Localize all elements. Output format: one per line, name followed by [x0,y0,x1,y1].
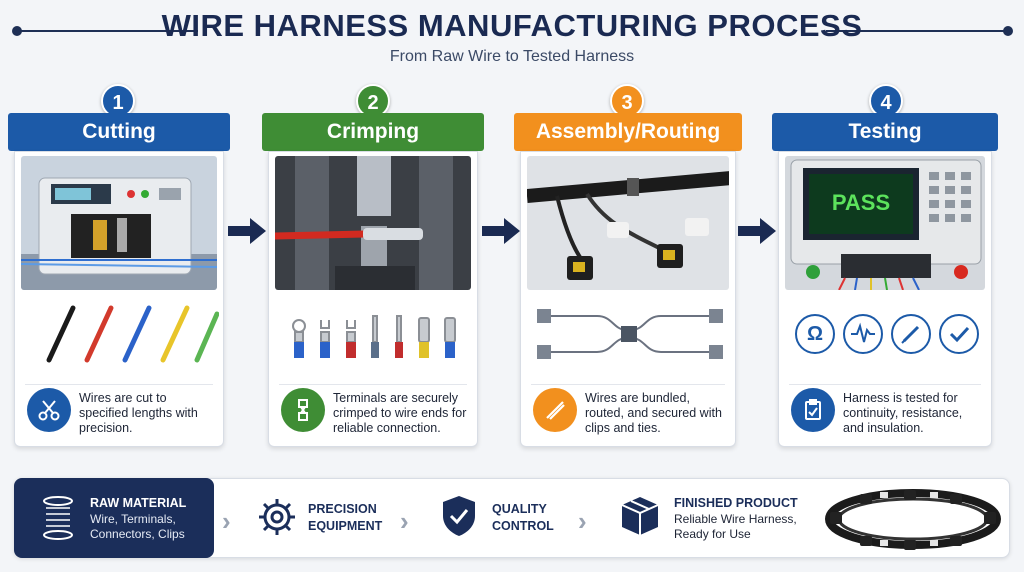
step-description-assembly-routing: Wires are bundled, routed, and secured w… [585,391,722,435]
step-number-2: 2 [356,84,390,118]
step-description-crimping: Terminals are securely crimped to wire e… [333,391,467,435]
header-left-line [16,30,198,32]
chevron-right-icon: › [222,506,231,536]
routing-icon [533,388,577,432]
step-card-cutting: Wires are cut to specified lengths with … [14,151,224,447]
arrow-right-icon [482,218,520,244]
tester-pass-text: PASS [831,190,891,215]
harness-tester-photo: PASS [785,156,985,290]
ohm-icon: Ω [795,314,835,354]
step-card-assembly-routing: Wires are bundled, routed, and secured w… [520,151,736,447]
finished-harness-image [825,489,1001,550]
finished-product-title: FINISHED PRODUCT [674,496,798,510]
cutting-machine-photo [21,156,217,290]
step-card-crimping: Terminals are securely crimped to wire e… [268,151,478,447]
step-number-4: 4 [869,84,903,118]
crimping-press-photo [275,156,471,290]
chevron-right-icon: › [578,506,587,536]
cut-wires-illustration [21,296,220,386]
harness-routing-illustration [527,296,729,386]
terminals-illustration [275,296,471,386]
divider [279,384,467,385]
crimp-icon [281,388,325,432]
divider [789,384,981,385]
box-icon [621,497,659,535]
raw-material-panel: RAW MATERIAL Wire, Terminals, Connectors… [14,478,214,558]
step-title-assembly-routing: Assembly/Routing [514,113,742,151]
divider [25,384,213,385]
finished-product-subtitle: Reliable Wire Harness, Ready for Use [674,512,797,541]
header-right-line [826,30,1008,32]
harness-assembly-photo [527,156,729,290]
shield-check-icon [443,496,475,536]
step-description-cutting: Wires are cut to specified lengths with … [79,391,198,435]
quality-control-label: QUALITY CONTROL [492,502,554,533]
waveform-icon [843,314,883,354]
clipboard-check-icon [791,388,835,432]
arrow-right-icon [738,218,776,244]
raw-material-title: RAW MATERIAL [90,496,187,510]
checkmark-icon [939,314,979,354]
probe-icon [891,314,931,354]
page-title: WIRE HARNESS MANUFACTURING PROCESS [161,8,863,43]
step-title-crimping: Crimping [262,113,484,151]
step-title-testing: Testing [772,113,998,151]
precision-equipment-label: PRECISION EQUIPMENT [308,502,383,533]
step-number-3: 3 [610,84,644,118]
raw-material-subtitle: Wire, Terminals, Connectors, Clips [90,512,185,541]
header-right-dot [1003,26,1013,36]
step-title-cutting: Cutting [8,113,230,151]
page-subtitle: From Raw Wire to Tested Harness [389,48,635,65]
step-description-testing: Harness is tested for continuity, resist… [843,391,963,435]
wire-spool-icon [43,496,73,540]
divider [531,384,725,385]
chevron-right-icon: › [400,506,409,536]
step-card-testing: PASS Ω Harness is tested for continuity,… [778,151,992,447]
arrow-right-icon [228,218,266,244]
test-icons-row: Ω [785,296,985,386]
scissors-icon [27,388,71,432]
gear-icon [259,499,295,535]
